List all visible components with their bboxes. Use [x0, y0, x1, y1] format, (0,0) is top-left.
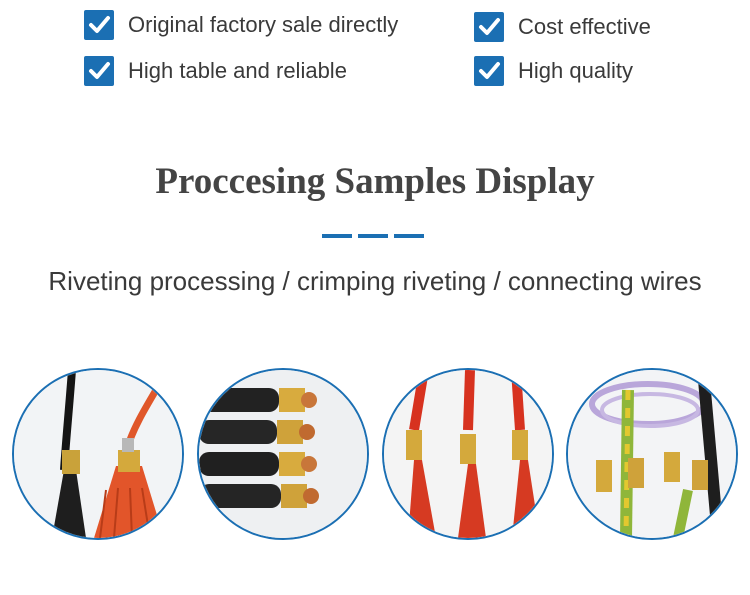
title-divider: [322, 234, 430, 238]
checkmark-icon: [474, 12, 504, 42]
sample-photo-riveting: [12, 368, 184, 540]
divider-dash: [358, 234, 388, 238]
feature-label: Original factory sale directly: [128, 12, 399, 37]
divider-dash: [322, 234, 352, 238]
feature-item-factory-sale: Original factory sale directly: [84, 10, 398, 40]
section-title: Proccesing Samples Display: [155, 161, 595, 202]
feature-item-high-quality: High quality: [474, 56, 633, 86]
sample-photo-crimping: [197, 368, 369, 540]
checkmark-icon: [84, 56, 114, 86]
feature-label: High table and reliable: [128, 58, 347, 83]
feature-item-reliable: High table and reliable: [84, 56, 347, 86]
divider-dash: [394, 234, 424, 238]
sample-photo-connecting-wires: [566, 368, 738, 540]
feature-label: High quality: [518, 58, 633, 83]
sample-photo-red-wires: [382, 368, 554, 540]
checkmark-icon: [84, 10, 114, 40]
feature-label: Cost effective: [518, 14, 651, 39]
section-subtitle: Riveting processing / crimping riveting …: [48, 266, 702, 296]
checkmark-icon: [474, 56, 504, 86]
feature-item-cost-effective: Cost effective: [474, 12, 651, 42]
